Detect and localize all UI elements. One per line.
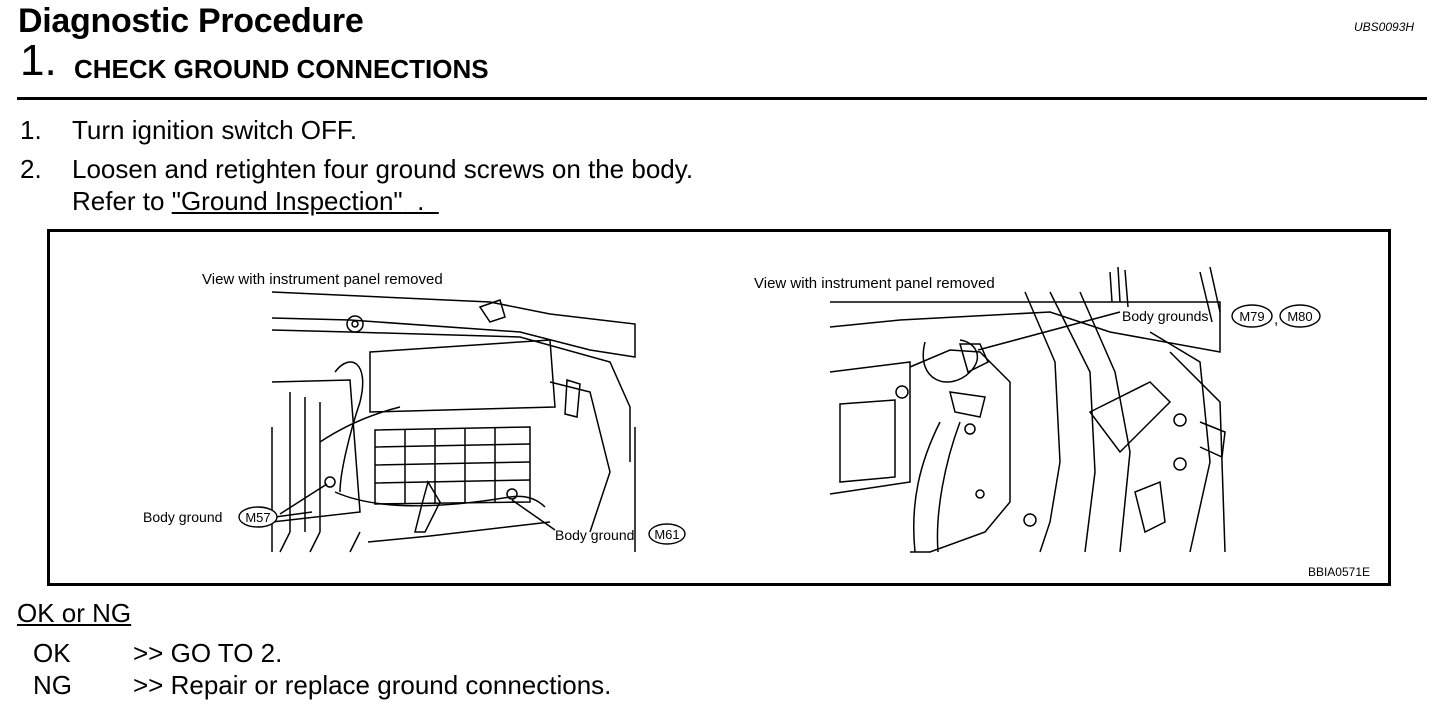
label-m57-code: M57 <box>245 510 270 525</box>
label-m79-text: Body grounds <box>1122 308 1208 324</box>
instruction-2-text: Loosen and retighten four ground screws … <box>72 154 694 184</box>
reference-suffix: . <box>402 186 439 216</box>
connector-m80-badge <box>1279 304 1321 328</box>
header-divider <box>17 97 1427 100</box>
document-code: UBS0093H <box>1354 20 1415 34</box>
page-title: Diagnostic Procedure <box>18 2 364 40</box>
label-m57-text: Body ground <box>143 509 222 525</box>
step-number: 1. <box>20 36 57 85</box>
result-heading: OK or NG <box>17 598 132 628</box>
label-comma: , <box>1274 311 1278 328</box>
instruction-2-number: 2. <box>20 154 42 184</box>
connector-m79-badge <box>1231 304 1273 328</box>
connector-m57-badge <box>238 506 278 528</box>
label-m79-code: M79 <box>1239 309 1264 324</box>
left-caption: View with instrument panel removed <box>202 271 443 288</box>
label-m61-text: Body ground <box>555 527 634 543</box>
ground-inspection-link[interactable]: "Ground Inspection" <box>171 186 403 216</box>
ground-location-figure: View with instrument panel removed View … <box>47 229 1391 586</box>
reference-line: Refer to "Ground Inspection" . <box>72 186 439 217</box>
figure-drawing: View with instrument panel removed View … <box>143 266 1370 579</box>
reference-prefix: Refer to <box>72 186 172 216</box>
label-m80-code: M80 <box>1287 309 1312 324</box>
result-ng-key: NG <box>33 670 72 700</box>
label-m61-code: M61 <box>654 527 679 542</box>
right-illustration <box>829 266 1226 553</box>
result-ng-action: >> Repair or replace ground connections. <box>133 670 612 700</box>
connector-m61-badge <box>648 523 686 545</box>
instruction-1-text: Turn ignition switch OFF. <box>72 115 358 145</box>
step-title: CHECK GROUND CONNECTIONS <box>74 54 489 84</box>
result-ok-action[interactable]: >> GO TO 2. <box>133 638 283 668</box>
right-caption: View with instrument panel removed <box>754 275 995 292</box>
left-illustration <box>271 291 636 553</box>
figure-id: BBIA0571E <box>1308 565 1370 579</box>
instruction-1-number: 1. <box>20 115 42 145</box>
result-ok-key: OK <box>33 638 71 668</box>
